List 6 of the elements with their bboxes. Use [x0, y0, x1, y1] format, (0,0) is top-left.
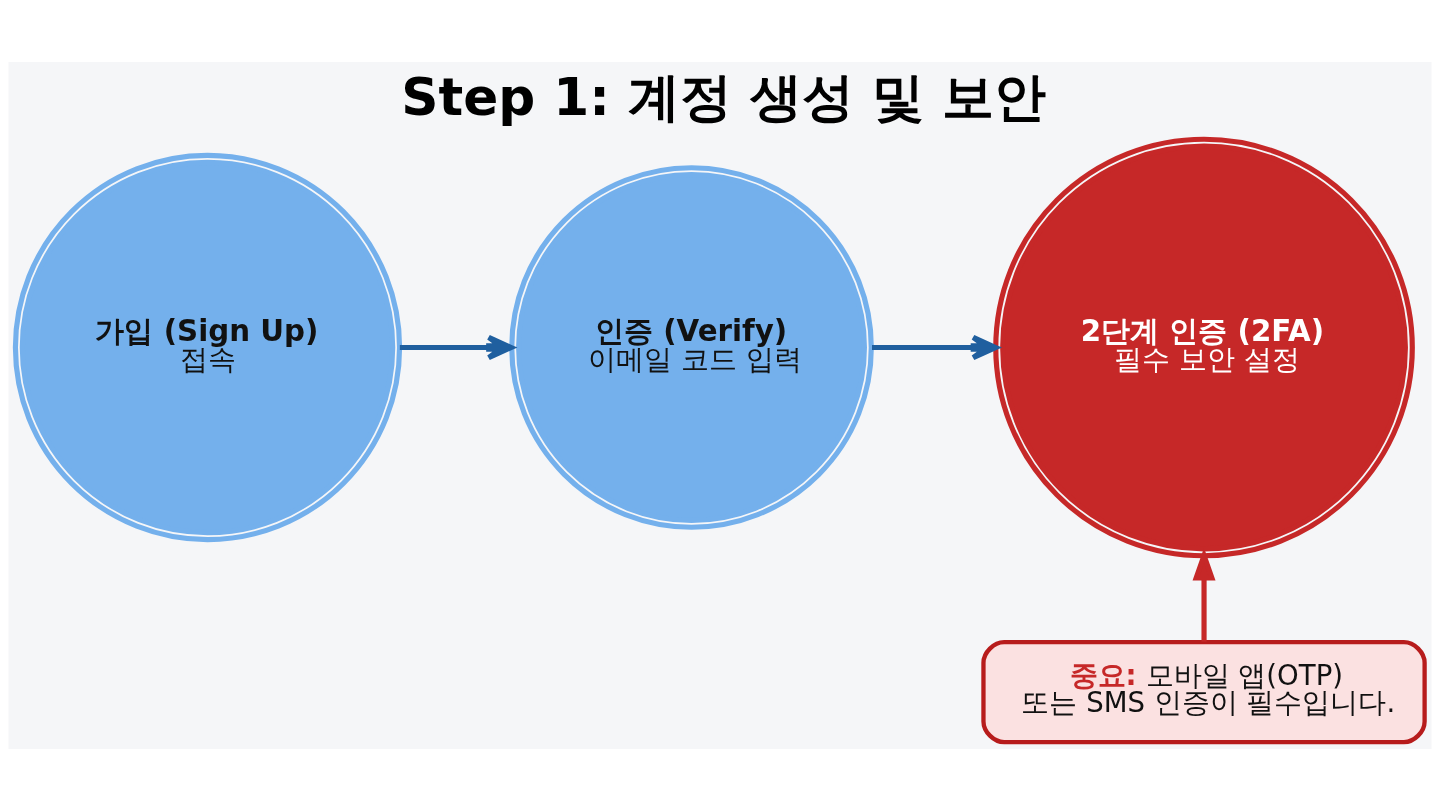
node-circle: 인증 (Verify) 이메일 코드 입력: [509, 164, 874, 530]
diagram-title: Step 1: 계정 생성 및 보안: [401, 66, 1046, 127]
node-circle: 가입 (Sign Up) 접속: [12, 152, 403, 542]
node-box: 중요: 모바일 앱(OTP) 또는 SMS 인증이 필수입니다.: [981, 639, 1427, 744]
arrow: [872, 334, 999, 360]
node-circle: 2단계 인증 (2FA) 필수 보안 설정: [993, 136, 1415, 558]
